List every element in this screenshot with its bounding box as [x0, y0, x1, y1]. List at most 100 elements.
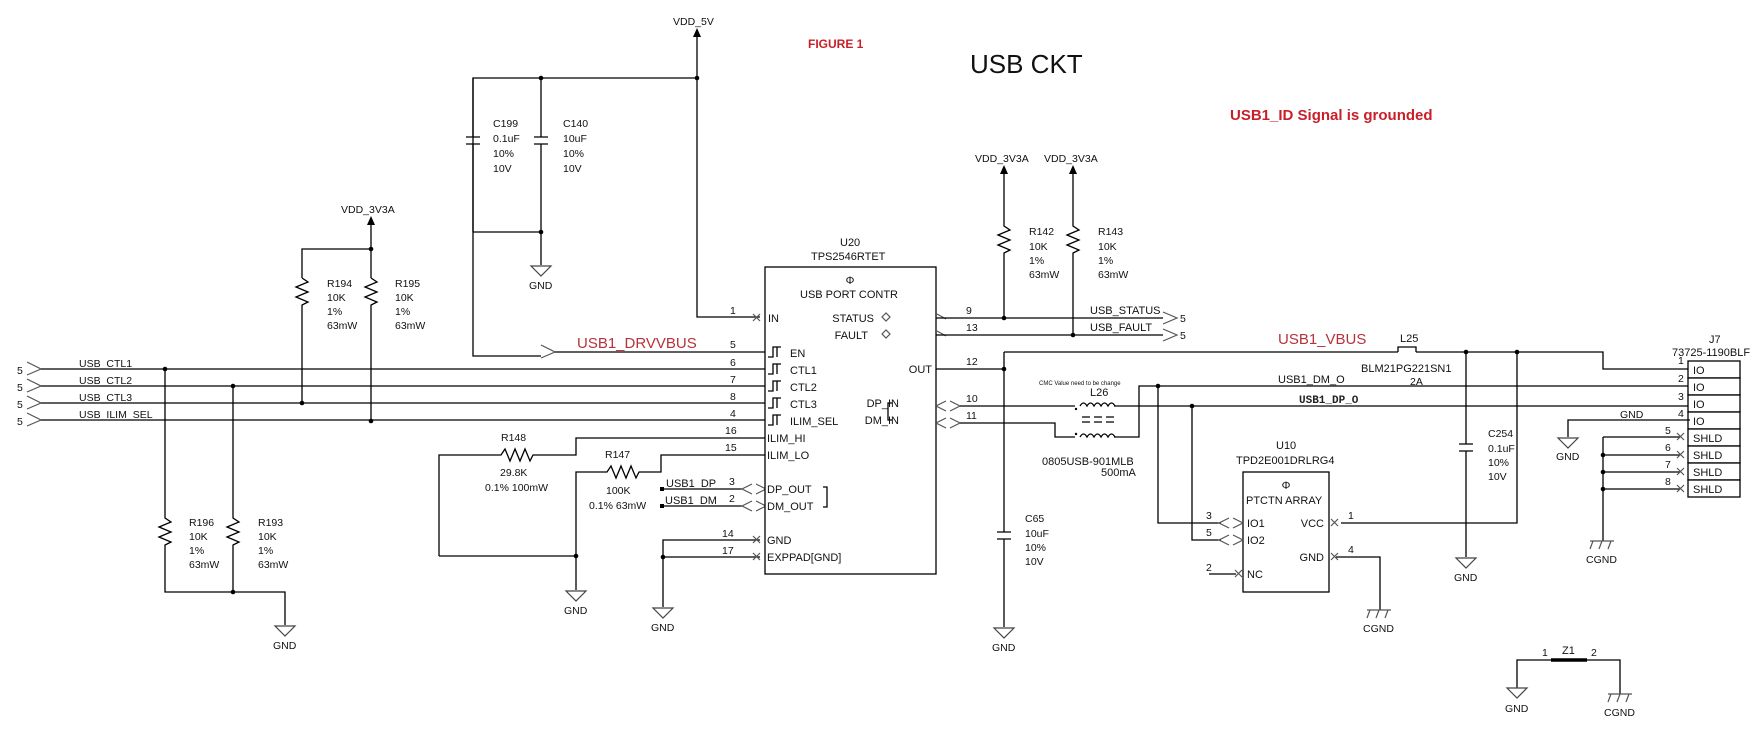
gnd-symbol: GND — [273, 625, 297, 652]
nets-ctl-inputs-1-sheet: 5 — [17, 382, 23, 394]
resistor-r193: R193 10K 1% 63mW — [225, 386, 288, 595]
power-arrow-icon — [693, 28, 701, 37]
u20-left-pins-3-num: 7 — [730, 374, 736, 386]
schmitt-trigger-icon — [768, 346, 781, 426]
inductors-l26-note: CMC Value need to be change — [1039, 381, 1121, 387]
u10-pins-3-name: VCC — [1301, 518, 1324, 530]
u20-part: TPS2546RTET — [811, 251, 886, 263]
ground-icon — [564, 590, 588, 602]
u20-left-pins-7-name: ILIM_LO — [767, 450, 810, 462]
power-arrow-icon — [367, 216, 375, 225]
resistors-r143-tol: 1% — [1098, 255, 1113, 267]
capacitors-c65-value: 10uF — [1025, 528, 1049, 540]
inductors-l25-ref: L25 — [1400, 333, 1418, 345]
nets-ctl-inputs-3-name: USB_ILIM_SEL — [79, 409, 153, 421]
gnd-symbol: GND — [529, 265, 553, 292]
resistors-r195-value: 10K — [395, 292, 414, 304]
capacitors-c140-tol: 10% — [563, 148, 584, 160]
inductors-l26-rating: 500mA — [1101, 467, 1137, 479]
nets-usb-status-name: USB_STATUS — [1090, 305, 1161, 317]
u20-left-pins-2-name: CTL1 — [790, 365, 817, 377]
vdd-5v-label: VDD_5V — [673, 16, 714, 28]
capacitors-c65-tol: 10% — [1025, 542, 1046, 554]
u20-left-pins-5-num: 4 — [730, 408, 736, 420]
nets-usb1-dm-o: USB1_DM_O — [1278, 374, 1345, 386]
ground-icon — [529, 265, 553, 277]
connector-j7-pins-2-num: 3 — [1678, 391, 1684, 403]
resistors-r194-tol: 1% — [327, 306, 342, 318]
u20-left-pins-10-num: 14 — [722, 528, 734, 540]
capacitors-c254-tol: 10% — [1488, 457, 1509, 469]
cgnd-symbol: CGND — [1586, 540, 1617, 566]
resistors-r147-spec: 0.1% 63mW — [589, 500, 646, 512]
status-fault-nets: 9 13 USB_STATUS USB_FAULT 5 5 — [936, 305, 1186, 342]
capacitors-c254-value: 0.1uF — [1488, 443, 1515, 455]
grounds-gnd: GND — [564, 605, 588, 617]
nets-usb-fault-name: USB_FAULT — [1090, 322, 1152, 334]
power-arrow-icon — [1000, 165, 1008, 174]
dp-dm-nets: 10 11 USB1_DM_O USB1_DP_O — [934, 374, 1690, 438]
grounds-gnd: GND — [992, 642, 1016, 654]
resistors-r143-power: 63mW — [1098, 269, 1128, 281]
u20-left-pins-6-num: 16 — [725, 425, 737, 437]
ground-icon — [1556, 437, 1580, 449]
chassis-ground-icon — [1589, 540, 1614, 550]
z1-gnd-cgnd-tie: 1 Z1 2 GND CGND — [1505, 645, 1635, 719]
chassis-ground-icon — [1607, 693, 1632, 703]
u20-left-pins-4-name: CTL3 — [790, 399, 817, 411]
gnd-symbol: GND — [651, 607, 675, 634]
ic-u20: U20 TPS2546RTET Φ USB PORT CONTR 1 IN 5 … — [725, 237, 937, 575]
resistors-r193-value: 10K — [258, 531, 277, 543]
u20-left-pins-8-num: 3 — [729, 476, 735, 488]
connector-j7-pins-6-num: 7 — [1665, 459, 1671, 471]
u20-right-pins-2-name: OUT — [909, 364, 933, 376]
resistors-r147-value: 100K — [606, 485, 631, 497]
grounds-gnd: GND — [273, 640, 297, 652]
resistors-r142-value: 10K — [1029, 241, 1048, 253]
inductors-l25-part: BLM21PG221SN1 — [1361, 363, 1452, 375]
resistor-r196: R196 10K 1% 63mW — [157, 369, 286, 625]
u20-left-pins-2-num: 6 — [730, 357, 736, 369]
resistors-r148-spec: 0.1% 100mW — [485, 482, 548, 494]
vdd-3v3a-left: VDD_3V3A — [301, 204, 395, 278]
nets-usb1-vbus: USB1_VBUS — [1278, 331, 1366, 348]
gnd-symbol: GND — [992, 627, 1016, 654]
u10-part: TPD2E001DRLRG4 — [1236, 455, 1334, 467]
resistors-r196-value: 10K — [189, 531, 208, 543]
u10-function: PTCTN ARRAY — [1246, 495, 1323, 507]
resistors-r194-value: 10K — [327, 292, 346, 304]
resistor-r142: VDD_3V3A R142 10K 1% 63mW — [975, 153, 1059, 318]
u20-function: USB PORT CONTR — [800, 289, 898, 301]
resistors-r142-power: 63mW — [1029, 269, 1059, 281]
u20-left-pins-10-name: GND — [767, 535, 792, 547]
u20-right-pins-4-num: 11 — [966, 410, 977, 422]
capacitor-c140: C140 10uF 10% 10V — [534, 118, 588, 175]
capacitors-c65-volt: 10V — [1025, 556, 1044, 568]
resistors-r195-tol: 1% — [395, 306, 410, 318]
resistor-r143: VDD_3V3A R143 10K 1% 63mW — [1044, 153, 1128, 335]
u20-gnd-pins: 14 17 — [660, 528, 761, 607]
capacitors-c140-ref: C140 — [563, 118, 588, 130]
resistors-r142-ref: R142 — [1029, 226, 1054, 238]
connector-j7-pins-2-name: IO — [1693, 399, 1705, 411]
capacitor-c254: C254 0.1uF 10% 10V — [1341, 352, 1518, 557]
nets-drvvbus: USB1_DRVVBUS — [577, 335, 697, 352]
resistors-r148-ref: R148 — [501, 432, 526, 444]
capacitors-c199-tol: 10% — [493, 148, 514, 160]
figure-label: FIGURE 1 — [808, 37, 864, 51]
u20-right-pins-1-name: FAULT — [835, 330, 869, 342]
connector-j7-pins-0-name: IO — [1693, 365, 1705, 377]
u20-left-pins-11-name: EXPPAD[GND] — [767, 552, 841, 564]
grounds-gnd: GND — [529, 280, 553, 292]
ground-icon — [992, 627, 1016, 639]
ground-icon — [273, 625, 297, 637]
u20-right-pins-3-num: 10 — [966, 393, 978, 405]
connector-j7-pins-1-num: 2 — [1678, 373, 1684, 385]
gnd-symbol: GND — [1454, 557, 1478, 584]
nets-usb-fault-sheet: 5 — [1180, 330, 1186, 342]
z1-ref: Z1 — [1562, 645, 1575, 657]
connector-j7-pins-7-num: 8 — [1665, 476, 1671, 488]
nets-usb-status-sheet: 5 — [1180, 313, 1186, 325]
resistors-r195-power: 63mW — [395, 320, 425, 332]
